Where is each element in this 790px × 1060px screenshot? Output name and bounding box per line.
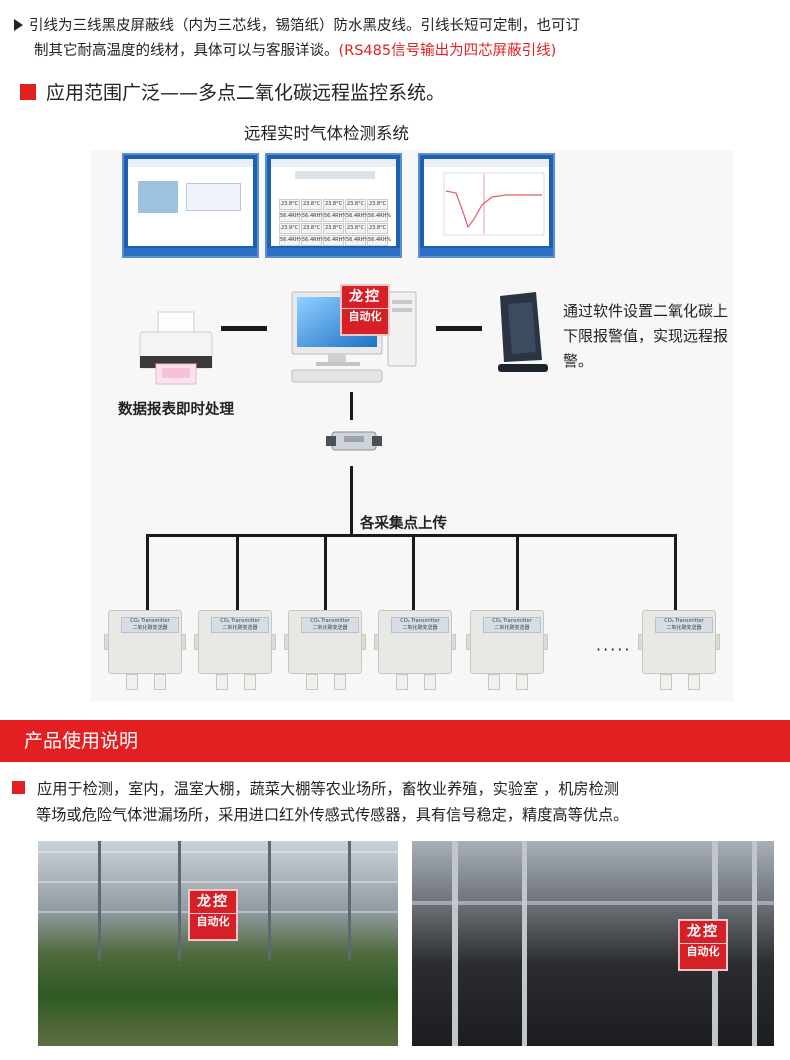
rs485-converter-icon xyxy=(326,431,382,451)
connector-pc-converter xyxy=(350,392,353,420)
connector-pc-alarm xyxy=(436,326,482,331)
printer-label: 数据报表即时处理 xyxy=(118,401,234,418)
red-square-bullet-icon xyxy=(12,781,25,794)
drop-line xyxy=(236,534,239,612)
usage-line-2: 等场或危险气体泄漏场所，采用进口红外传感式传感器，具有信号稳定，精度高等优点。 xyxy=(36,806,629,824)
usage-banner-title: 产品使用说明 xyxy=(24,730,139,752)
readings-grid: 23.8°C 23.8°C 23.8°C 23.8°C 23.8°C 56.4R… xyxy=(279,199,391,246)
more-devices-ellipsis: ····· xyxy=(596,640,632,659)
drop-line xyxy=(324,534,327,612)
section-heading-application: 应用范围广泛——多点二氧化碳远程监控系统。 xyxy=(20,78,445,105)
trend-chart-screen-thumbnail xyxy=(418,153,555,258)
greenhouse-photo: 龙控 自动化 xyxy=(38,841,398,1046)
printer-icon xyxy=(139,311,213,385)
usage-line-1: 应用于检测，室内，温室大棚，蔬菜大棚等农业场所，畜牧业养殖，实验室 ，机房检测 xyxy=(12,776,784,802)
drop-line xyxy=(146,534,149,612)
intro-line-2: 制其它耐高温度的线材，具体可以与客服详谈。(RS485信号输出为四芯屏蔽引线) xyxy=(34,43,557,59)
diagram-title: 远程实时气体检测系统 xyxy=(244,124,409,143)
connector-printer-pc xyxy=(221,326,267,331)
login-screen-thumbnail xyxy=(122,153,259,258)
longkong-logo: 龙控 自动化 xyxy=(188,889,238,941)
drop-line xyxy=(516,534,519,612)
triangle-bullet-icon xyxy=(14,19,23,31)
intro-text: 引线为三线黑皮屏蔽线（内为三芯线，锡箔纸）防水黑皮线。引线长短可定制，也可订 制… xyxy=(14,14,774,64)
usage-description: 应用于检测，室内，温室大棚，蔬菜大棚等农业场所，畜牧业养殖，实验室 ，机房检测 … xyxy=(12,776,784,828)
data-grid-screen-thumbnail: 23.8°C 23.8°C 23.8°C 23.8°C 23.8°C 56.4R… xyxy=(265,153,402,258)
rs485-note: (RS485信号输出为四芯屏蔽引线) xyxy=(338,43,557,59)
longkong-logo: 龙控 自动化 xyxy=(340,284,390,336)
alarm-speaker-icon xyxy=(498,292,548,372)
data-bus-line xyxy=(146,534,677,537)
collect-upload-label: 各采集点上传 xyxy=(360,515,447,532)
drop-line xyxy=(412,534,415,612)
drop-line xyxy=(674,534,677,612)
red-square-bullet-icon xyxy=(20,83,36,100)
alarm-description: 通过软件设置二氧化碳上下限报警值，实现远程报警。 xyxy=(563,302,729,370)
trend-line-icon xyxy=(443,172,545,236)
livestock-barn-photo: 龙控 自动化 xyxy=(412,841,774,1046)
longkong-logo: 龙控 自动化 xyxy=(678,919,728,971)
usage-banner: 产品使用说明 xyxy=(0,720,790,762)
intro-line-1: 引线为三线黑皮屏蔽线（内为三芯线，锡箔纸）防水黑皮线。引线长短可定制，也可订 xyxy=(14,14,774,39)
connector-converter-bus xyxy=(350,466,353,536)
